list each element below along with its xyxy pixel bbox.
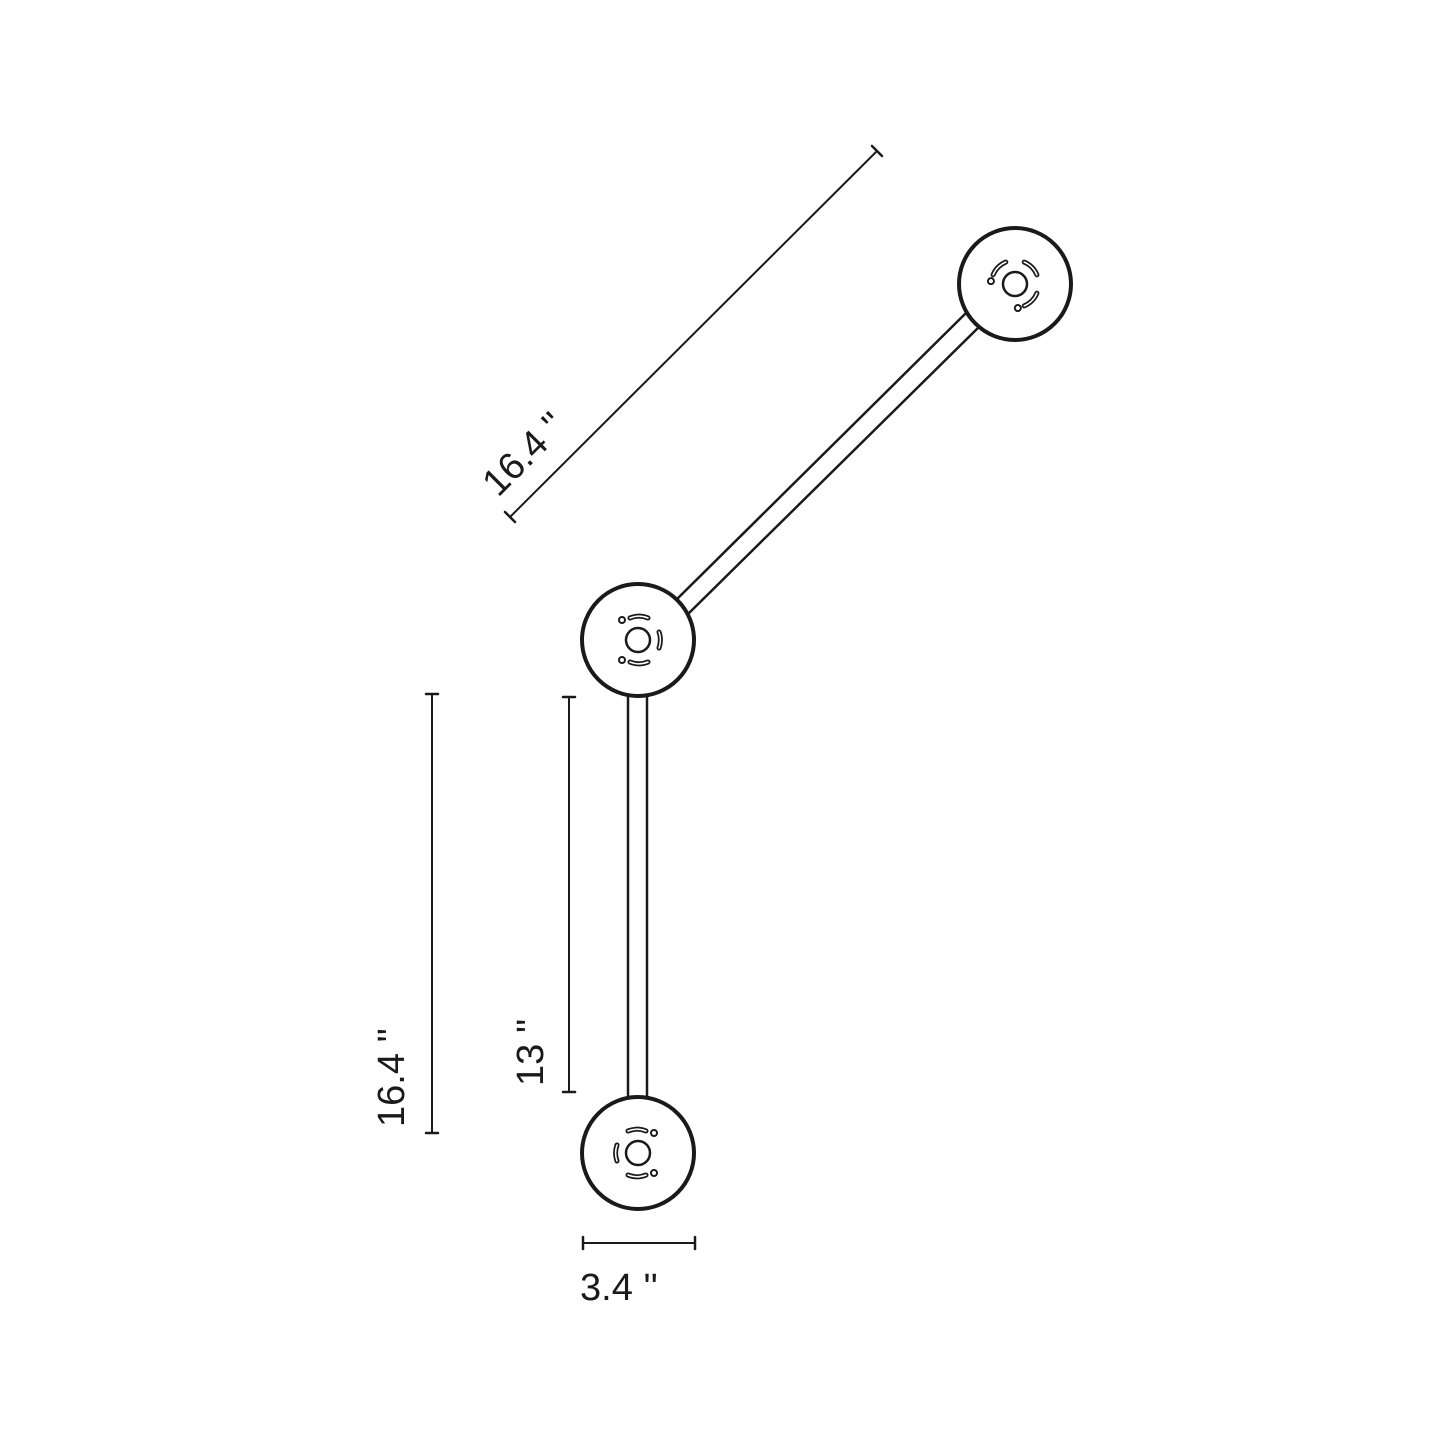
mount-screw-pattern-icon xyxy=(618,613,663,667)
diagonal-arm-tube xyxy=(669,310,984,619)
diagonal-arm-length-label: 16.4 '' xyxy=(475,405,575,505)
mount-screw-pattern-icon xyxy=(613,1126,658,1180)
vertical-arm-dimension-line xyxy=(561,695,577,1094)
bottom-disc-mount xyxy=(580,1095,696,1211)
disc-diameter-label: 3.4 '' xyxy=(580,1267,658,1309)
top-disc-mount xyxy=(957,226,1073,342)
diagonal-dimension-line xyxy=(503,144,884,524)
middle-disc-joint xyxy=(580,582,696,698)
vertical-arm-length-label: 13 '' xyxy=(510,1019,552,1086)
overall-height-label: 16.4 '' xyxy=(371,1028,413,1127)
mount-screw-pattern-icon xyxy=(986,259,1040,313)
overall-height-dimension-line xyxy=(424,692,440,1135)
disc-diameter-dimension-line xyxy=(581,1235,697,1251)
vertical-arm-tube xyxy=(626,692,649,1101)
